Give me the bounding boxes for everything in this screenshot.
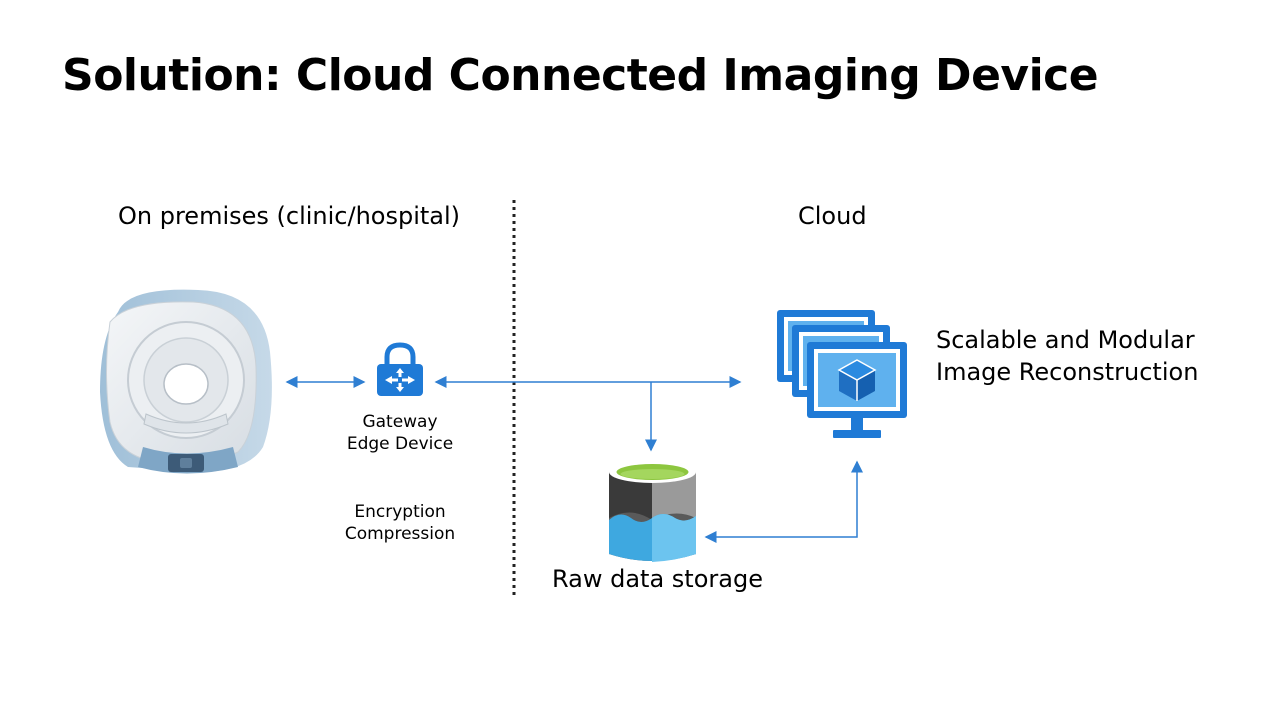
reconstruction-line1: Scalable and Modular xyxy=(936,326,1195,354)
reconstruction-label: Scalable and Modular Image Reconstructio… xyxy=(936,324,1198,388)
virtual-machine-scale-set-icon xyxy=(777,310,907,438)
on-premises-heading: On premises (clinic/hospital) xyxy=(118,202,461,230)
feature-compression: Compression xyxy=(344,524,456,544)
cloud-heading: Cloud xyxy=(798,202,867,230)
storage-compute-arrow xyxy=(704,460,863,543)
mri-scanner-icon xyxy=(100,289,272,474)
gateway-label-line2: Edge Device xyxy=(346,434,454,454)
gateway-features: Encryption Compression xyxy=(330,501,470,545)
storage-label: Raw data storage xyxy=(552,565,763,593)
database-icon xyxy=(609,461,696,562)
feature-encryption: Encryption xyxy=(354,502,446,522)
gateway-label: Gateway Edge Device xyxy=(330,411,470,455)
reconstruction-line2: Image Reconstruction xyxy=(936,358,1199,386)
lock-icon xyxy=(377,342,423,396)
slide-title: Solution: Cloud Connected Imaging Device xyxy=(62,50,1099,101)
gateway-label-line1: Gateway xyxy=(362,412,438,432)
